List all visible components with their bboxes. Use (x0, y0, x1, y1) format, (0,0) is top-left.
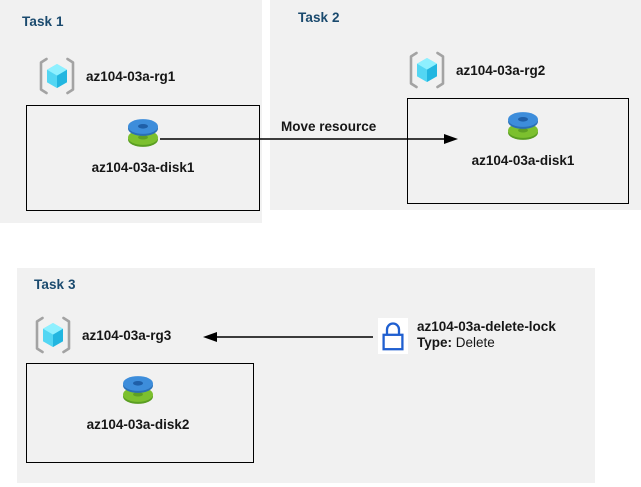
resource-group-icon (409, 51, 445, 89)
resource-group-task-1: az104-03a-rg1 (36, 56, 175, 96)
managed-disk-icon (123, 376, 153, 404)
lock-name: az104-03a-delete-lock (417, 319, 556, 334)
resource-group-label-task-3: az104-03a-rg3 (82, 327, 172, 343)
resource-group-label-task-1: az104-03a-rg1 (86, 68, 176, 84)
resource-label-task-2: az104-03a-disk1 (471, 153, 575, 168)
resource-label-task-3: az104-03a-disk2 (86, 417, 190, 432)
lock-text-block: az104-03a-delete-lock Type: Delete (417, 318, 556, 351)
panel-title-task-2: Task 2 (298, 10, 340, 25)
lock-type-value: Delete (455, 334, 495, 350)
panel-title-task-3: Task 3 (34, 277, 76, 292)
delete-lock-annotation: az104-03a-delete-lock Type: Delete (378, 318, 556, 354)
resource-task-3: az104-03a-disk2 (68, 371, 208, 432)
lock-type-line: Type: Delete (417, 335, 556, 351)
managed-disk-icon (508, 112, 538, 140)
resource-label-task-1: az104-03a-disk1 (91, 160, 195, 175)
managed-disk-icon (128, 119, 158, 147)
lock-type-key: Type: (417, 334, 456, 350)
lock-icon (378, 318, 408, 354)
resource-group-task-2: az104-03a-rg2 (406, 50, 545, 90)
resource-group-icon (39, 57, 75, 95)
resource-group-label-task-2: az104-03a-rg2 (456, 62, 546, 78)
resource-task-2: az104-03a-disk1 (453, 107, 593, 168)
resource-group-icon (35, 316, 71, 354)
connector-label-move-resource: Move resource (281, 119, 377, 134)
resource-task-1: az104-03a-disk1 (73, 114, 213, 175)
resource-group-task-3: az104-03a-rg3 (32, 315, 171, 355)
panel-title-task-1: Task 1 (22, 14, 64, 29)
